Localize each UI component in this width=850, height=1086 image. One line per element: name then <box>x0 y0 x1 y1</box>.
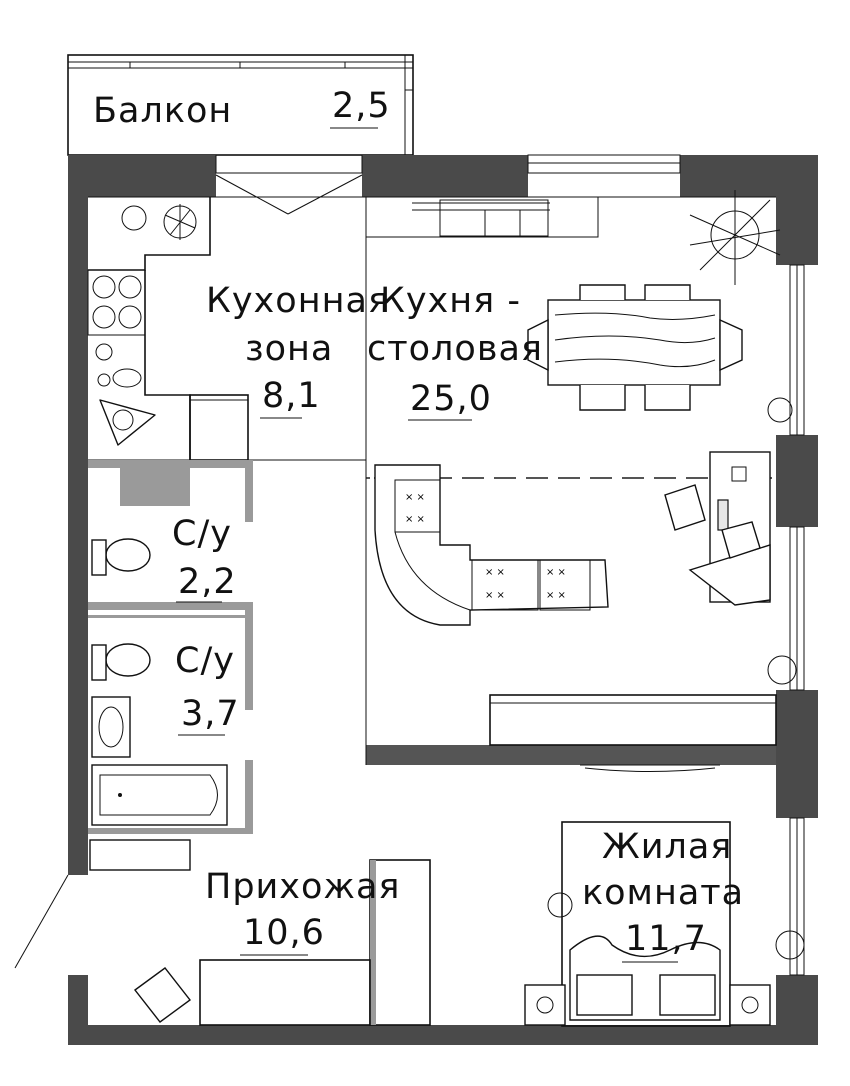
svg-text:× ×: × × <box>405 492 425 503</box>
kitchen-dining-name-line2: столовая <box>367 329 543 369</box>
living-room-area: 11,7 <box>625 919 707 959</box>
kitchen-zone-area: 8,1 <box>262 376 321 416</box>
dining-table <box>527 284 743 411</box>
bathroom-fixtures <box>89 538 228 871</box>
living-room-name-line2: комната <box>582 873 744 913</box>
plant-icons <box>547 190 805 960</box>
partitions <box>14 197 777 1027</box>
armchair <box>134 967 191 1023</box>
kitchen-zone-name-line1: Кухонная <box>206 281 390 321</box>
hallway-name: Прихожая <box>205 867 400 907</box>
windows <box>215 154 805 976</box>
svg-text:× ×: × × <box>485 590 505 601</box>
kitchen-dining-area: 25,0 <box>410 379 492 419</box>
balcony-name: Балкон <box>93 91 232 131</box>
living-room-name-line1: Жилая <box>602 827 732 867</box>
desk <box>664 451 771 606</box>
hallway-area: 10,6 <box>243 913 325 953</box>
bathroom-1-area: 2,2 <box>178 562 237 602</box>
svg-text:× ×: × × <box>546 567 566 578</box>
bathroom-1-name: С/у <box>172 514 232 554</box>
bed <box>524 935 771 1026</box>
svg-text:× ×: × × <box>405 514 425 525</box>
outer-walls <box>68 155 818 1045</box>
bathroom-2-name: С/у <box>175 641 235 681</box>
kitchen-equipment <box>87 196 599 446</box>
room-labels: Балкон 2,5 Кухонная зона 8,1 Кухня - сто… <box>93 86 744 963</box>
sofa: × × × × × × × × × × × × <box>374 464 609 626</box>
kitchen-dining-name-line1: Кухня - <box>380 281 521 321</box>
balcony-area: 2,5 <box>332 86 391 126</box>
svg-text:× ×: × × <box>546 590 566 601</box>
kitchen-zone-name-line2: зона <box>245 329 333 369</box>
svg-text:× ×: × × <box>485 567 505 578</box>
bathroom-2-area: 3,7 <box>181 694 240 734</box>
